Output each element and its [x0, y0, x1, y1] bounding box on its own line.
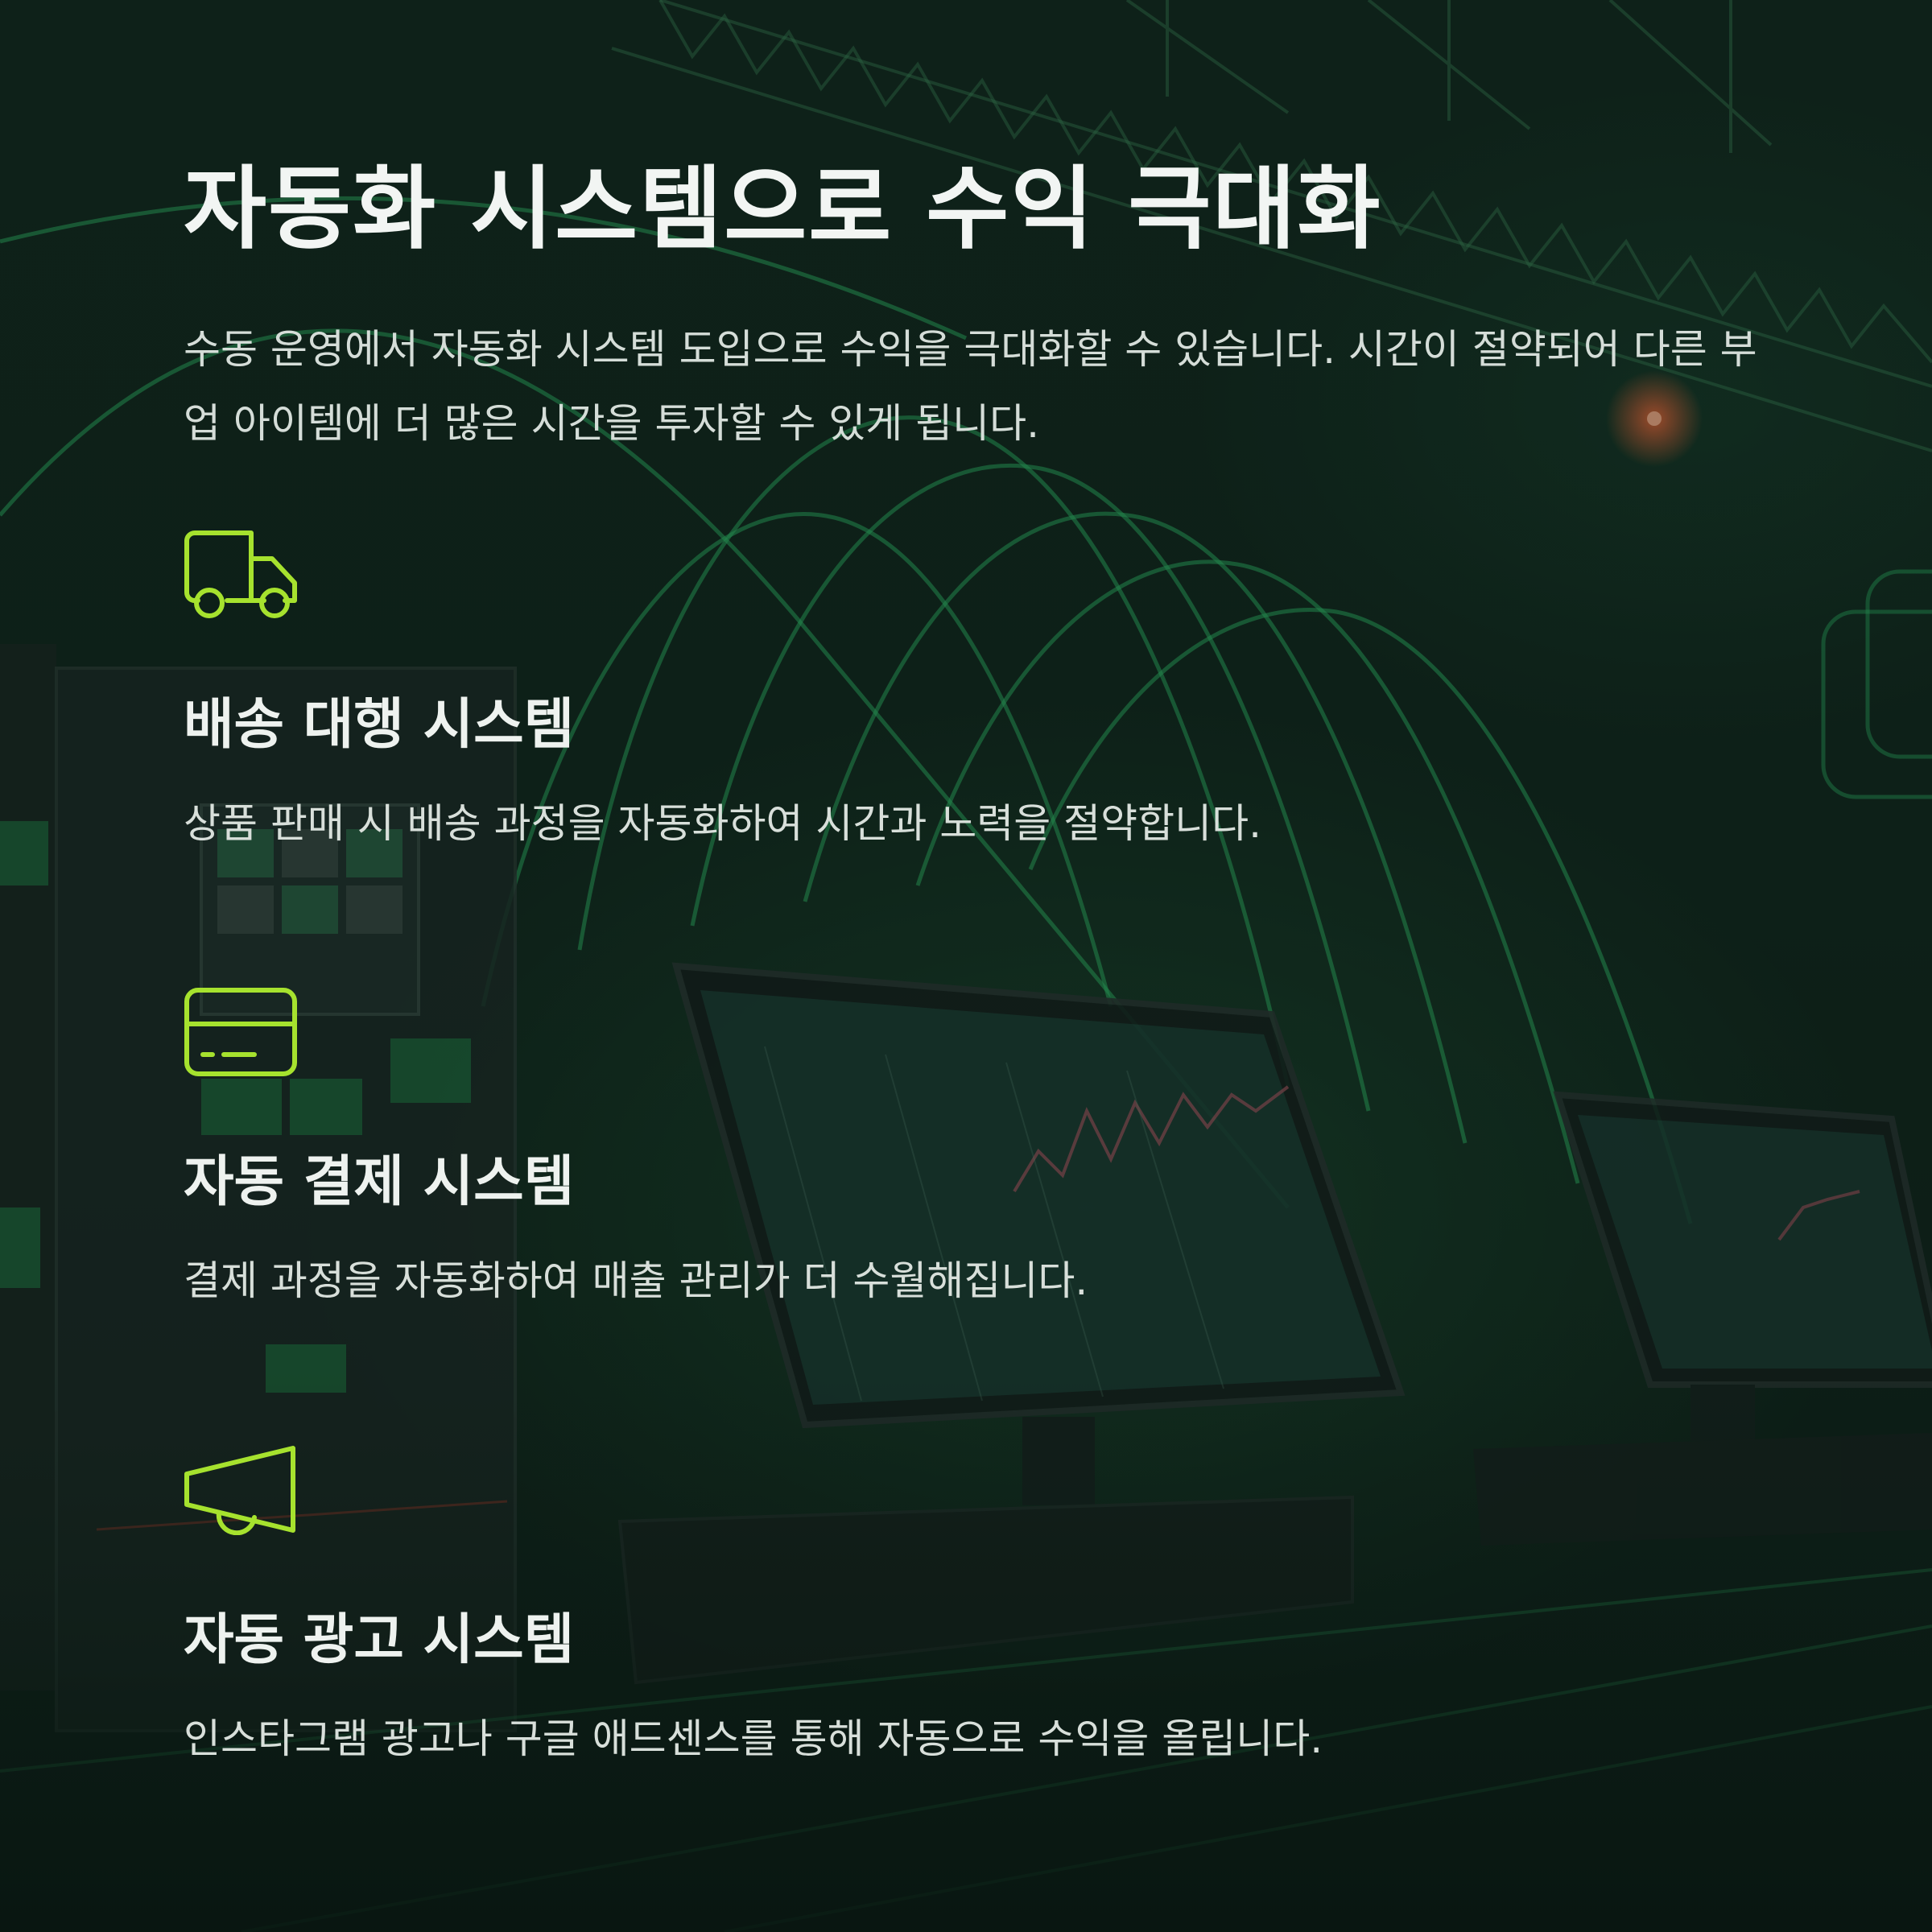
- feature-description: 인스타그램 광고나 구글 애드센스를 통해 자동으로 수익을 올립니다.: [184, 1715, 1323, 1762]
- ceiling-truss: [611, 0, 1932, 452]
- card-outline-shapes: [1821, 569, 1932, 799]
- feature-payment: 자동 결제 시스템 결제 과정을 자동화하여 매출 관리가 더 수월해집니다.: [184, 987, 1777, 1309]
- feature-title: 자동 결제 시스템: [184, 1150, 575, 1214]
- feature-advertising: 자동 광고 시스템 인스타그램 광고나 구글 애드센스를 통해 자동으로 수익을…: [184, 1445, 1777, 1767]
- content: 자동화 시스템으로 수익 극대화 수동 운영에서 자동화 시스템 도입으로 수익…: [184, 153, 1777, 460]
- credit-card-icon: [184, 988, 297, 1076]
- feature-description: 상품 판매 시 배송 과정을 자동화하여 시간과 노력을 절약합니다.: [184, 800, 1262, 847]
- page-title: 자동화 시스템으로 수익 극대화: [184, 157, 1382, 262]
- intro-text: 수동 운영에서 자동화 시스템 도입으로 수익을 극대화할 수 있습니다. 시간…: [184, 326, 1757, 447]
- feature-delivery: 배송 대행 시스템 상품 판매 시 배송 과정을 자동화하여 시간과 노력을 절…: [184, 530, 1777, 852]
- megaphone-icon: [184, 1446, 295, 1535]
- feature-title: 배송 대행 시스템: [184, 693, 575, 757]
- feature-description: 결제 과정을 자동화하여 매출 관리가 더 수월해집니다.: [184, 1257, 1088, 1304]
- truck-icon: [184, 530, 297, 618]
- feature-title: 자동 광고 시스템: [184, 1608, 575, 1672]
- neon-arcs: [0, 196, 1693, 1224]
